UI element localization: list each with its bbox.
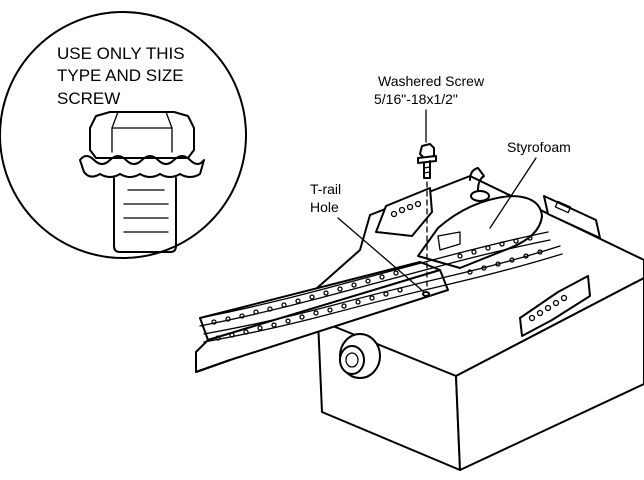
- screw-detail-icon: [79, 111, 205, 253]
- washered-screw-label-line2: 5/16"-18x1/2": [374, 91, 458, 107]
- styrofoam-label: Styrofoam: [507, 139, 571, 155]
- rear-right-bracket: [543, 195, 601, 239]
- callout-text-line1: USE ONLY THIS: [57, 44, 185, 63]
- motor-cap-icon: [339, 333, 381, 379]
- housing-front-right: [455, 277, 644, 471]
- styrofoam-slot: [437, 231, 461, 251]
- washered-screw-icon: [417, 143, 437, 291]
- styrofoam-leader-line: [489, 157, 537, 229]
- label-washered-screw: Washered Screw 5/16"-18x1/2": [374, 73, 485, 143]
- motor-housing: [289, 167, 644, 471]
- label-t-rail-hole: T-rail Hole: [310, 181, 425, 293]
- t-rail-leader-line: [337, 217, 425, 293]
- washered-screw-label-line1: Washered Screw: [378, 73, 485, 89]
- callout-text-line3: SCREW: [57, 89, 120, 108]
- t-rail-assembly: [195, 231, 563, 373]
- chain-upper: [199, 231, 549, 319]
- side-bracket: [519, 275, 591, 337]
- chain-links: [211, 235, 543, 341]
- callout-text-line2: TYPE AND SIZE: [57, 66, 184, 85]
- callout-circle: [0, 11, 247, 259]
- t-rail-label-line1: T-rail: [310, 181, 341, 197]
- power-cord: [469, 167, 485, 191]
- screw-callout: USE ONLY THIS TYPE AND SIZE SCREW: [0, 11, 247, 259]
- label-styrofoam: Styrofoam: [489, 139, 571, 229]
- t-rail-label-line2: Hole: [310, 199, 339, 215]
- t-rail-hole: [422, 291, 430, 297]
